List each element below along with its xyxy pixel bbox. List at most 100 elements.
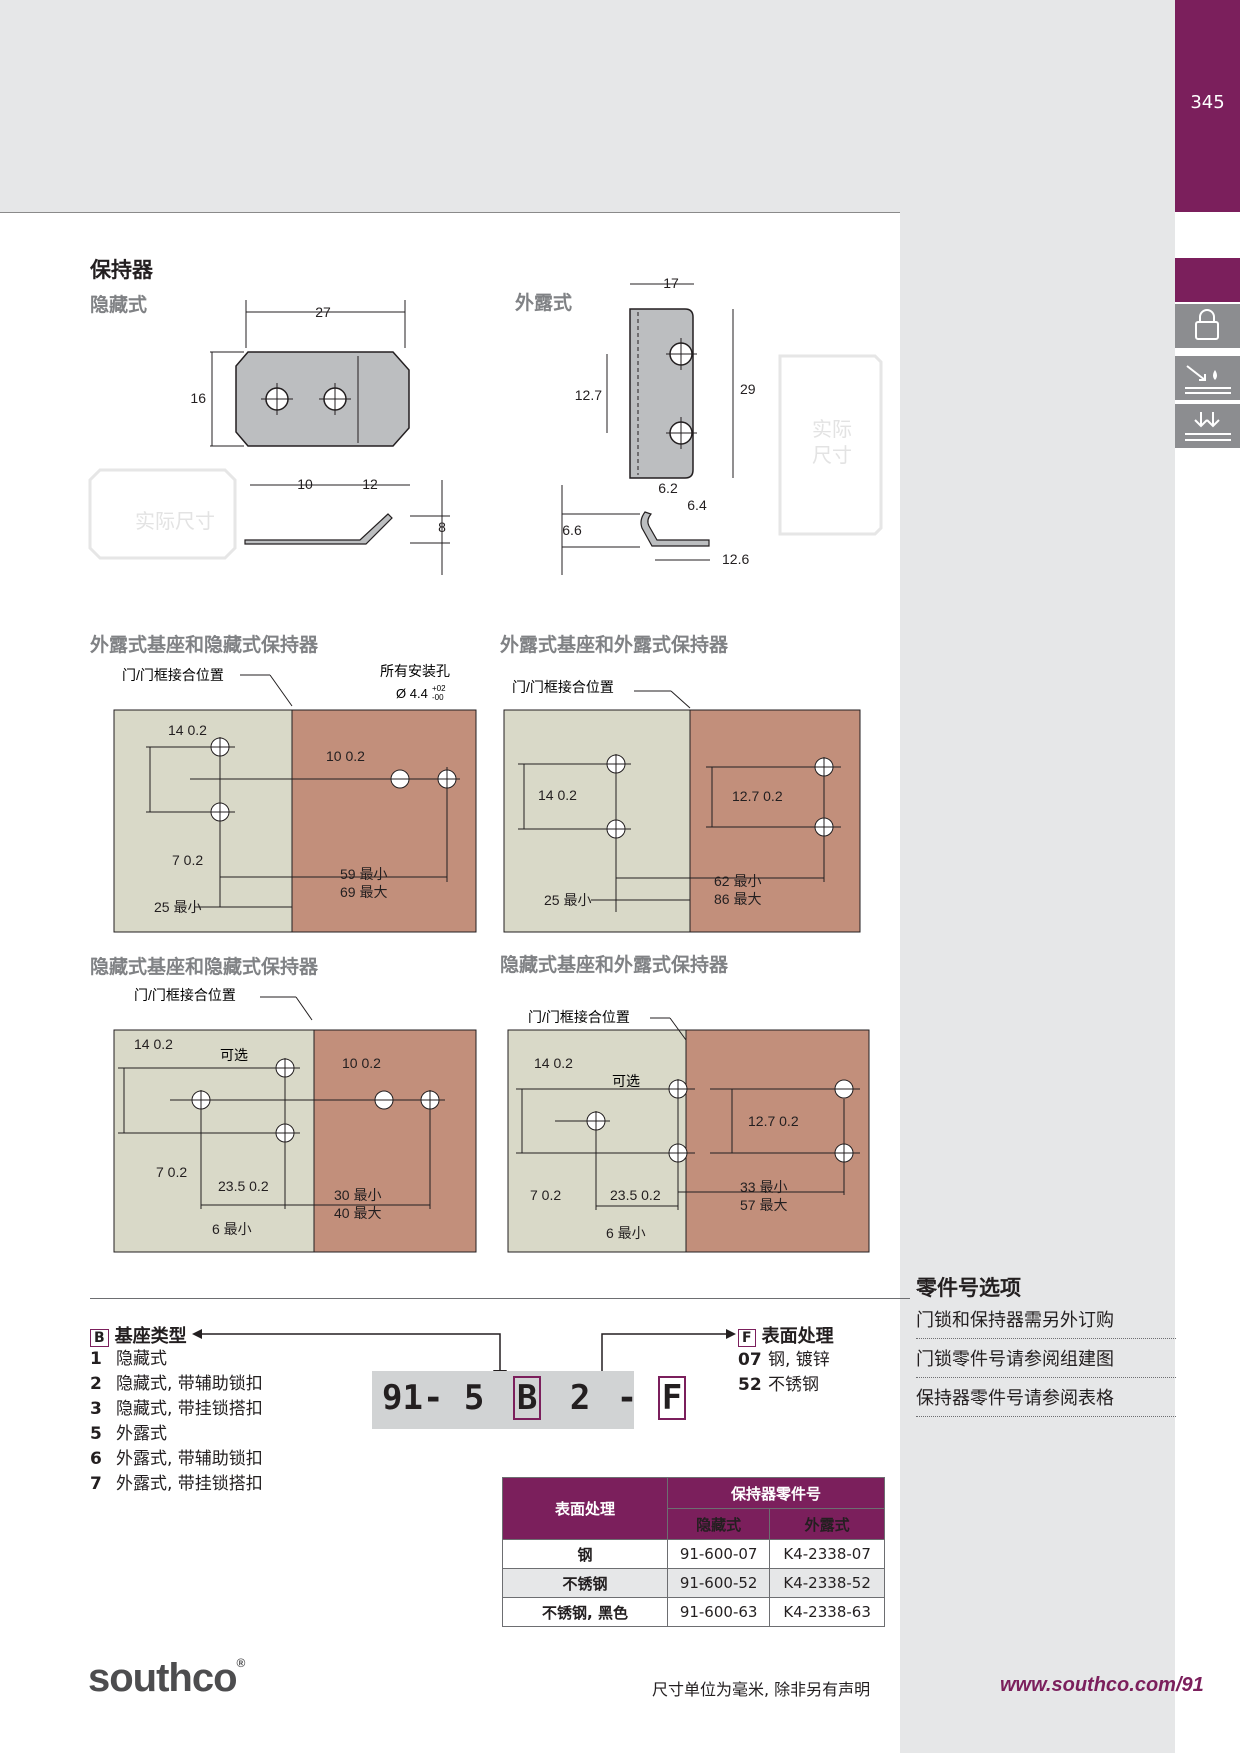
- diagram-4-title: 隐藏式基座和外露式保持器: [500, 954, 729, 976]
- cell-finish: 不锈钢, 黑色: [502, 1597, 668, 1627]
- divider: [90, 1298, 910, 1299]
- table-row: 钢 91-600-07 K4-2338-07: [502, 1539, 885, 1569]
- footer-url[interactable]: www.southco.com/91: [1000, 1674, 1204, 1696]
- page-tab: [1175, 0, 1240, 212]
- cell-exposed: K4-2338-63: [769, 1597, 885, 1627]
- side-tab-flush[interactable]: [1175, 404, 1240, 448]
- minmax-1: 62 最小: [714, 873, 761, 889]
- fit-label: 门/门框接合位置: [134, 987, 236, 1003]
- cell-concealed: 91-600-63: [666, 1597, 771, 1627]
- header-band: [0, 0, 1175, 213]
- minmax-2: 57 最大: [740, 1197, 787, 1213]
- hole-label-2: Ø 4.4: [396, 686, 428, 701]
- diagram-2: 门/门框接合位置 14 0.2 12.7 0.2 62 最小 86 最大 25 …: [503, 679, 861, 933]
- part-code-prefix: 91- 5: [382, 1378, 485, 1418]
- dim-b: 12.7 0.2: [748, 1113, 799, 1129]
- flush-mount-icon: [1185, 412, 1231, 441]
- part-code-dash: -: [616, 1378, 638, 1418]
- finish-title: 表面处理: [761, 1326, 834, 1347]
- actual-size-label-2b: 尺寸: [812, 444, 852, 467]
- diagram-4: 门/门框接合位置 可选 14 0.2 12.7 0.2 7 0.2 23.5 0…: [507, 1009, 870, 1253]
- actual-size-box-2: [778, 354, 883, 536]
- part-options-notes: 门锁和保持器需另外订购 门锁零件号请参阅组建图 保持器零件号请参阅表格: [916, 1300, 1176, 1417]
- cell-concealed: 91-600-07: [666, 1539, 771, 1569]
- dim-d1: 6.2: [658, 480, 678, 496]
- table-row: 不锈钢 91-600-52 K4-2338-52: [502, 1568, 885, 1598]
- min-left: 25 最小: [154, 899, 201, 915]
- dim-thickness: 8: [438, 519, 446, 535]
- note-item: 门锁和保持器需另外订购: [916, 1300, 1176, 1339]
- minmax-2: 86 最大: [714, 891, 761, 907]
- hole-label-1: 所有安装孔: [380, 663, 450, 679]
- th-concealed: 隐藏式: [666, 1508, 771, 1540]
- finish-heading: F 表面处理: [738, 1322, 834, 1348]
- actual-size-label-2a: 实际: [812, 418, 852, 441]
- actual-size-label-1: 实际尺寸: [135, 510, 215, 533]
- dim-width: 17: [663, 275, 679, 291]
- note-item: 保持器零件号请参阅表格: [916, 1378, 1176, 1417]
- finish-code: F: [738, 1329, 756, 1347]
- side-tab-lock[interactable]: [1175, 304, 1240, 348]
- dim-c: 7 0.2: [156, 1164, 187, 1180]
- part-code-b: B: [512, 1376, 542, 1420]
- part-number-table: 表面处理 保持器零件号 隐藏式 外露式 钢 91-600-07 K4-2338-…: [502, 1477, 885, 1627]
- sidebar-panel: [900, 212, 1175, 1753]
- dim-c: 7 0.2: [530, 1187, 561, 1203]
- part-code-box: [372, 1371, 634, 1429]
- part-options-title: 零件号选项: [916, 1276, 1021, 1300]
- dim-b: 12.7 0.2: [732, 788, 783, 804]
- dim-a: 14 0.2: [134, 1036, 173, 1052]
- fit-label: 门/门框接合位置: [528, 1009, 630, 1025]
- dim-pitch: 12.7: [575, 387, 602, 403]
- optional-label: 可选: [220, 1047, 248, 1063]
- exposed-title: 外露式: [515, 292, 573, 314]
- part-code-f: F: [657, 1376, 687, 1420]
- dim-width: 27: [315, 304, 331, 320]
- dim-height: 29: [740, 381, 756, 397]
- actual-size-box-1: [88, 468, 237, 560]
- concealed-title: 隐藏式: [90, 294, 148, 316]
- minmax-1: 33 最小: [740, 1179, 787, 1195]
- hole-tol-top: +02: [432, 684, 446, 693]
- cell-exposed: K4-2338-07: [769, 1539, 885, 1569]
- min-left: 6 最小: [212, 1221, 252, 1237]
- exposed-plate: [629, 308, 694, 479]
- dim-c: 7 0.2: [172, 852, 203, 868]
- th-exposed: 外露式: [769, 1508, 885, 1540]
- page-number: 345: [1190, 92, 1225, 113]
- cell-finish: 钢: [502, 1539, 668, 1569]
- minmax-2: 40 最大: [334, 1205, 381, 1221]
- retainer-drawings: 实际尺寸 实际 尺寸 27 16 10 12 8 17 29 12.7 6.2 …: [88, 275, 883, 575]
- minmax-1: 30 最小: [334, 1187, 381, 1203]
- dim-d: 23.5 0.2: [610, 1187, 661, 1203]
- cell-exposed: K4-2338-52: [769, 1568, 885, 1598]
- side-tab-compression[interactable]: [1175, 356, 1240, 400]
- diagram-3-title: 隐藏式基座和隐藏式保持器: [90, 956, 319, 978]
- compression-icon: [1185, 365, 1231, 394]
- padlock-icon: [1195, 309, 1219, 340]
- southco-logo[interactable]: southco®: [88, 1656, 245, 1700]
- diagram-2-title: 外露式基座和外露式保持器: [500, 634, 729, 656]
- minmax-1: 59 最小: [340, 866, 387, 882]
- fit-label: 门/门框接合位置: [512, 679, 614, 695]
- side-tab-active[interactable]: [1175, 258, 1240, 302]
- part-code-mid: 2: [569, 1378, 591, 1418]
- dim-offset: 6.6: [562, 522, 582, 538]
- part-code: 91- 5 B 2 - F: [382, 1376, 687, 1420]
- exposed-side-view: [640, 511, 710, 547]
- dim-a: 14 0.2: [534, 1055, 573, 1071]
- optional-label: 可选: [612, 1073, 640, 1089]
- dim-length: 12.6: [722, 551, 749, 567]
- dim-b: 10 0.2: [326, 748, 365, 764]
- dim-d2: 6.4: [687, 497, 707, 513]
- dim-b: 10 0.2: [342, 1055, 381, 1071]
- dim-edge: 12: [362, 476, 378, 492]
